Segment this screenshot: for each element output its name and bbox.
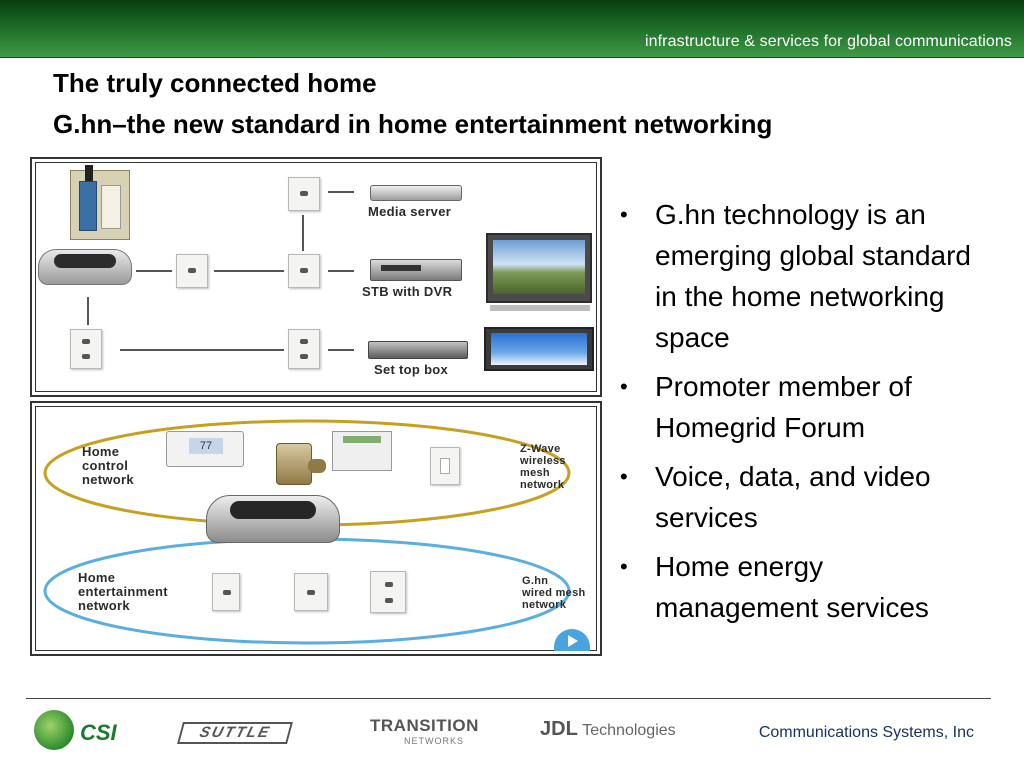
label-home-control: Home control network (82, 444, 134, 487)
transition-logo-text: TRANSITION (370, 716, 479, 735)
label-media-server: Media server (368, 204, 452, 219)
header-tagline: infrastructure & services for global com… (644, 33, 1012, 50)
transition-logo: TRANSITION NETWORKS (370, 716, 480, 754)
list-item: •Home energy management services (618, 546, 988, 628)
door-lock-icon (276, 443, 312, 485)
wall-adapter-icon (212, 573, 240, 611)
thermostat-reading: 77 (189, 438, 223, 454)
transition-logo-subtext: NETWORKS (404, 736, 465, 746)
connection-line (328, 349, 354, 351)
central-router-icon (206, 495, 340, 547)
header-banner: infrastructure & services for global com… (0, 0, 1024, 58)
wall-adapter-icon (288, 254, 320, 288)
mesh-network-diagram: Home control network Z-Wave wireless mes… (30, 401, 602, 656)
bullet-icon: • (620, 554, 628, 579)
label-stb-dvr: STB with DVR (362, 284, 453, 299)
wall-adapter-icon (176, 254, 208, 288)
suttle-logo: SUTTLE (177, 722, 293, 744)
jdl-logo: JDL Technologies (540, 718, 680, 748)
jdl-logo-mark: JDL (540, 718, 578, 740)
title-line-1: The truly connected home (53, 68, 377, 98)
tv-icon (486, 233, 592, 303)
connection-line (328, 191, 354, 193)
wall-adapter-icon (288, 177, 320, 211)
connection-line (302, 215, 304, 251)
bullet-icon: • (620, 464, 628, 489)
title-line-2: G.hn–the new standard in home entertainm… (53, 109, 773, 139)
list-item: •Voice, data, and video services (618, 456, 988, 538)
media-server-icon (370, 185, 462, 201)
dvr-icon (370, 259, 462, 281)
light-switch-icon (430, 447, 460, 485)
label-set-top-box: Set top box (374, 362, 449, 377)
wall-adapter-icon (294, 573, 328, 611)
label-zwave: Z-Wave wireless mesh network (520, 443, 566, 491)
connection-line (214, 270, 284, 272)
bullet-icon: • (620, 374, 628, 399)
suttle-logo-text: SUTTLE (197, 724, 273, 741)
power-panel-icon (70, 165, 130, 240)
power-outlet-icon (70, 329, 102, 369)
home-network-diagram: Media server STB with DVR Set top box (30, 157, 602, 397)
connection-line (120, 349, 284, 351)
power-outlet-icon (288, 329, 320, 369)
tv-stand (490, 305, 590, 311)
lock-handle (308, 459, 326, 473)
footer-divider (26, 698, 991, 699)
bullet-list: •G.hn technology is an emerging global s… (618, 194, 988, 636)
list-item: •Promoter member of Homegrid Forum (618, 366, 988, 448)
set-top-box-icon (368, 341, 468, 359)
connection-line (136, 270, 172, 272)
play-icon[interactable] (554, 629, 590, 651)
slide-title: The truly connected home G.hn–the new st… (53, 63, 772, 145)
csi-logo-text: CSI (80, 720, 117, 745)
company-name: Communications Systems, Inc (758, 724, 974, 741)
list-item: •G.hn technology is an emerging global s… (618, 194, 988, 358)
jdl-logo-text: Technologies (582, 722, 676, 739)
security-panel-icon (332, 431, 392, 471)
globe-icon (34, 710, 74, 750)
connection-line (328, 270, 354, 272)
router-icon (38, 249, 132, 289)
connection-line (87, 297, 89, 325)
label-home-entertainment: Home entertainment network (78, 570, 168, 613)
bullet-icon: • (620, 202, 628, 227)
label-ghn-mesh: G.hn wired mesh network (522, 575, 586, 611)
csi-logo: CSI (34, 710, 124, 752)
tv-icon (484, 327, 594, 371)
power-outlet-icon (370, 571, 406, 613)
thermostat-icon: 77 (166, 431, 244, 467)
